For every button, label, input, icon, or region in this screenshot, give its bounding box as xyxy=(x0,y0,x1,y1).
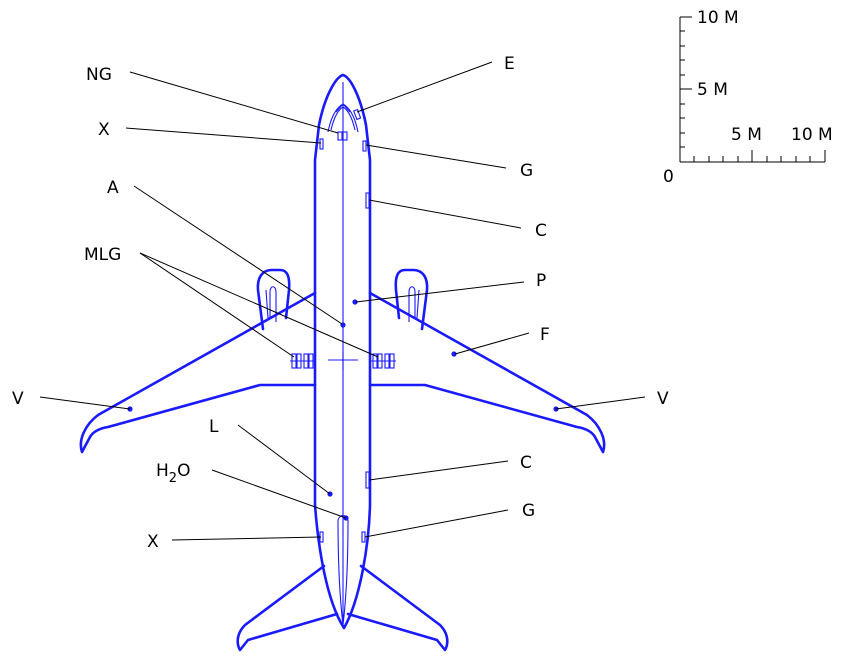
point-f xyxy=(451,351,457,357)
callout-labels: NG E X G A C MLG P F V V L H2O C G X xyxy=(12,54,669,552)
label-a: A xyxy=(107,178,119,198)
label-v-right: V xyxy=(657,389,669,409)
label-g-fwd: G xyxy=(520,161,533,181)
label-ng: NG xyxy=(86,65,112,85)
left-engine xyxy=(256,268,291,331)
leader-lines xyxy=(39,61,646,541)
right-engine xyxy=(394,268,429,331)
scale-bar: 10 M 5 M 5 M 10 M 0 xyxy=(663,8,833,187)
point-p xyxy=(352,299,358,305)
label-g-aft: G xyxy=(522,501,535,521)
label-mlg: MLG xyxy=(84,245,121,265)
label-c-fwd: C xyxy=(535,221,547,241)
label-p: P xyxy=(536,271,546,291)
label-c-aft: C xyxy=(520,453,532,473)
aircraft-outline xyxy=(79,73,606,652)
label-f: F xyxy=(540,325,550,345)
label-x-aft: X xyxy=(147,532,159,552)
panel-c-aft xyxy=(365,471,370,489)
scale-vertical-mid: 5 M xyxy=(697,80,728,100)
door-g-fwd xyxy=(362,140,367,152)
scale-horizontal-end: 10 M xyxy=(791,125,833,145)
door-x-fwd xyxy=(319,138,324,150)
right-wing xyxy=(368,291,606,454)
vertical-fin xyxy=(337,514,349,626)
left-main-gear xyxy=(290,353,315,369)
label-v-left: V xyxy=(12,389,24,409)
left-wing xyxy=(79,291,317,454)
scale-origin: 0 xyxy=(663,167,674,187)
door-g-aft xyxy=(361,531,366,543)
right-main-gear xyxy=(371,353,396,369)
left-engine-inlet xyxy=(269,286,277,322)
label-h2o: H2O xyxy=(156,461,190,486)
label-e: E xyxy=(504,54,515,74)
panel-c-fwd xyxy=(365,192,370,209)
scale-vertical-top: 10 M xyxy=(697,8,739,28)
nose-gear xyxy=(337,131,348,141)
scale-horizontal-mid: 5 M xyxy=(731,125,762,145)
right-stabilizer xyxy=(346,564,449,652)
fuselage xyxy=(313,73,372,630)
right-engine-inlet xyxy=(408,286,416,322)
label-l: L xyxy=(209,417,219,437)
label-x-fwd: X xyxy=(98,120,110,140)
door-e xyxy=(353,108,362,121)
left-stabilizer xyxy=(236,564,339,652)
